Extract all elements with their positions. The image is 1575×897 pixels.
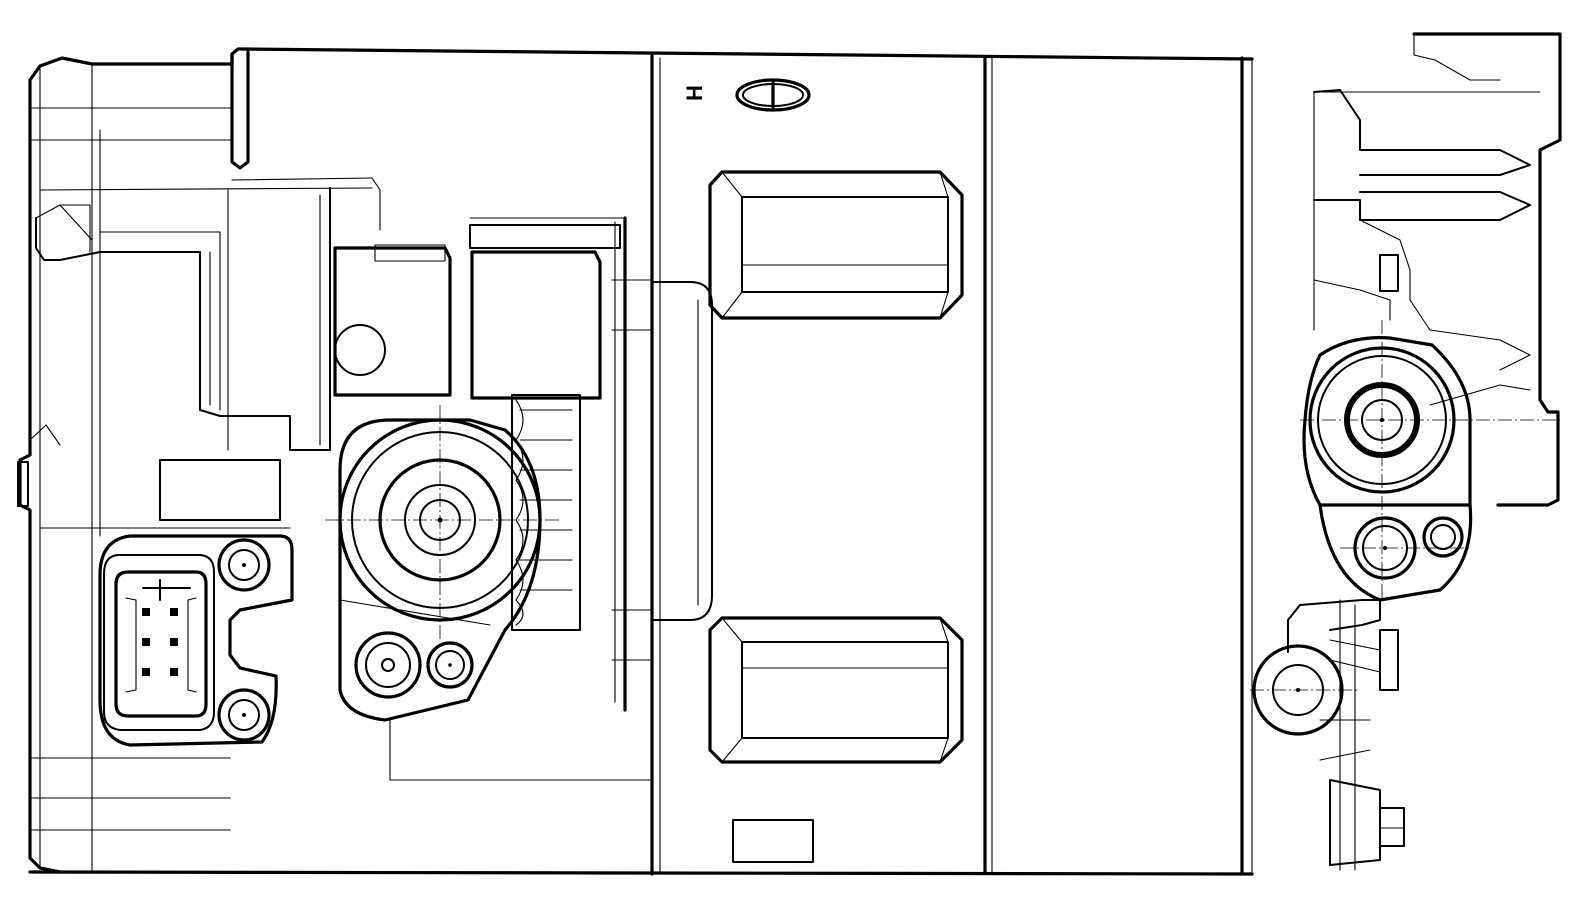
control-valve-block xyxy=(333,216,653,712)
oval-marking-icon xyxy=(735,78,811,112)
marking-text: H xyxy=(682,85,707,101)
shaft-boss xyxy=(325,394,653,781)
label-plate xyxy=(732,819,814,863)
housing-outline xyxy=(17,47,1254,876)
left-bracket xyxy=(35,187,331,529)
center-band: H xyxy=(651,78,964,863)
right-mounting-bracket xyxy=(1250,32,1562,871)
electrical-connector xyxy=(98,534,294,747)
